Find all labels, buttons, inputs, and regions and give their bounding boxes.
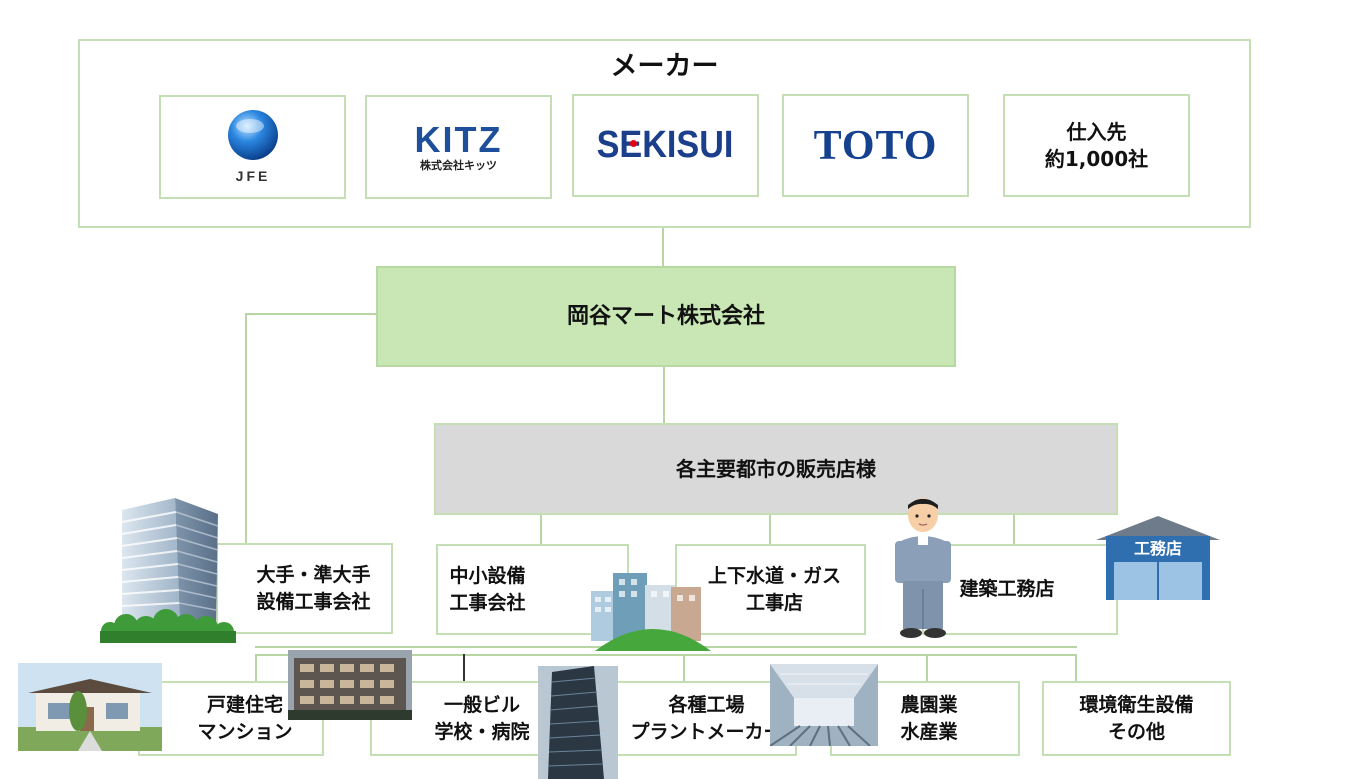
house-photo-icon [18, 663, 162, 751]
contractor-3-line2: 工事店 [745, 591, 803, 614]
makers-title: メーカー [610, 51, 719, 82]
contractor-box-large: 大手・準大手 設備工事会社 [216, 543, 393, 634]
enduser-1-line2: マンション [197, 720, 293, 743]
city-buildings-icon [591, 573, 711, 651]
contractor-1-line2: 設備工事会社 [256, 590, 371, 613]
connector-drop-2 [463, 654, 465, 682]
enduser-4-line2: 水産業 [900, 720, 958, 743]
connector-company-left-h [245, 313, 376, 315]
koumuten-building-icon [1096, 516, 1220, 600]
connector-bus-2 [255, 654, 1077, 656]
tower-photo-icon [538, 666, 618, 779]
enduser-3-line2: プラントメーカー [630, 720, 783, 743]
connector-company-left-v [245, 313, 247, 543]
company-label: 岡谷マート株式会社 [566, 304, 765, 329]
maker-logo-toto: TOTO [782, 94, 969, 197]
enduser-5-line1: 環境衛生設備 [1079, 693, 1194, 716]
enduser-4-line1: 農園業 [900, 693, 958, 716]
connector-shops-c4 [1013, 514, 1015, 545]
connector-drop-3 [683, 654, 685, 682]
connector-drop-5 [1075, 654, 1077, 682]
connector-makers-company [662, 227, 664, 267]
kitz-logo-subtext: 株式会社キッツ [419, 159, 497, 172]
jfe-logo-text: JFE [235, 168, 270, 184]
maker-logo-sekisui: SEKISUI [572, 94, 759, 197]
maker-logo-jfe: JFE [159, 95, 346, 199]
contractor-box-waterworks: 上下水道・ガス 工事店 [675, 544, 866, 635]
connector-drop-1 [255, 654, 257, 682]
maker-logo-kitz: KITZ 株式会社キッツ [365, 95, 552, 199]
koumuten-sign: 工務店 [1133, 539, 1182, 558]
apartment-photo-icon [288, 650, 412, 720]
contractor-3-line1: 上下水道・ガス [707, 564, 841, 587]
sekisui-red-dot [630, 140, 637, 147]
company-box: 岡谷マート株式会社 [376, 266, 956, 367]
suppliers-line2: 約1,000社 [1044, 146, 1149, 171]
enduser-2-line1: 一般ビル [443, 693, 520, 716]
enduser-box-environment: 環境衛生設備 その他 [1042, 681, 1231, 756]
shops-box: 各主要都市の販売店様 [434, 423, 1118, 515]
sekisui-logo-icon: SEKISUI [597, 124, 734, 166]
suppliers-line1: 仕入先 [1066, 119, 1127, 144]
jfe-logo-icon: JFE [227, 110, 278, 184]
kitz-logo-icon: KITZ 株式会社キッツ [415, 121, 503, 173]
enduser-3-line1: 各種工場 [668, 693, 745, 716]
worker-icon [895, 498, 951, 638]
connector-shops-c2 [540, 514, 542, 545]
contractor-2-line1: 中小設備 [449, 564, 526, 587]
contractor-2-line2: 工事会社 [449, 591, 526, 614]
connector-company-shops [663, 366, 665, 424]
kitz-logo-text: KITZ [414, 119, 503, 160]
connector-shops-c3 [769, 514, 771, 545]
enduser-1-line1: 戸建住宅 [206, 693, 283, 716]
skyscraper-icon [100, 498, 236, 643]
toto-logo-icon: TOTO [813, 122, 938, 169]
contractor-4-line1: 建築工務店 [959, 578, 1055, 600]
enduser-2-line2: 学校・病院 [434, 720, 530, 743]
enduser-box-factories: 各種工場 プラントメーカー [590, 681, 797, 756]
shops-label: 各主要都市の販売店様 [676, 456, 876, 481]
maker-suppliers: 仕入先 約1,000社 [1003, 94, 1190, 197]
factory-photo-icon [770, 664, 878, 746]
contractor-1-line1: 大手・準大手 [256, 563, 371, 586]
connector-drop-4 [926, 654, 928, 682]
enduser-5-line2: その他 [1107, 720, 1165, 743]
